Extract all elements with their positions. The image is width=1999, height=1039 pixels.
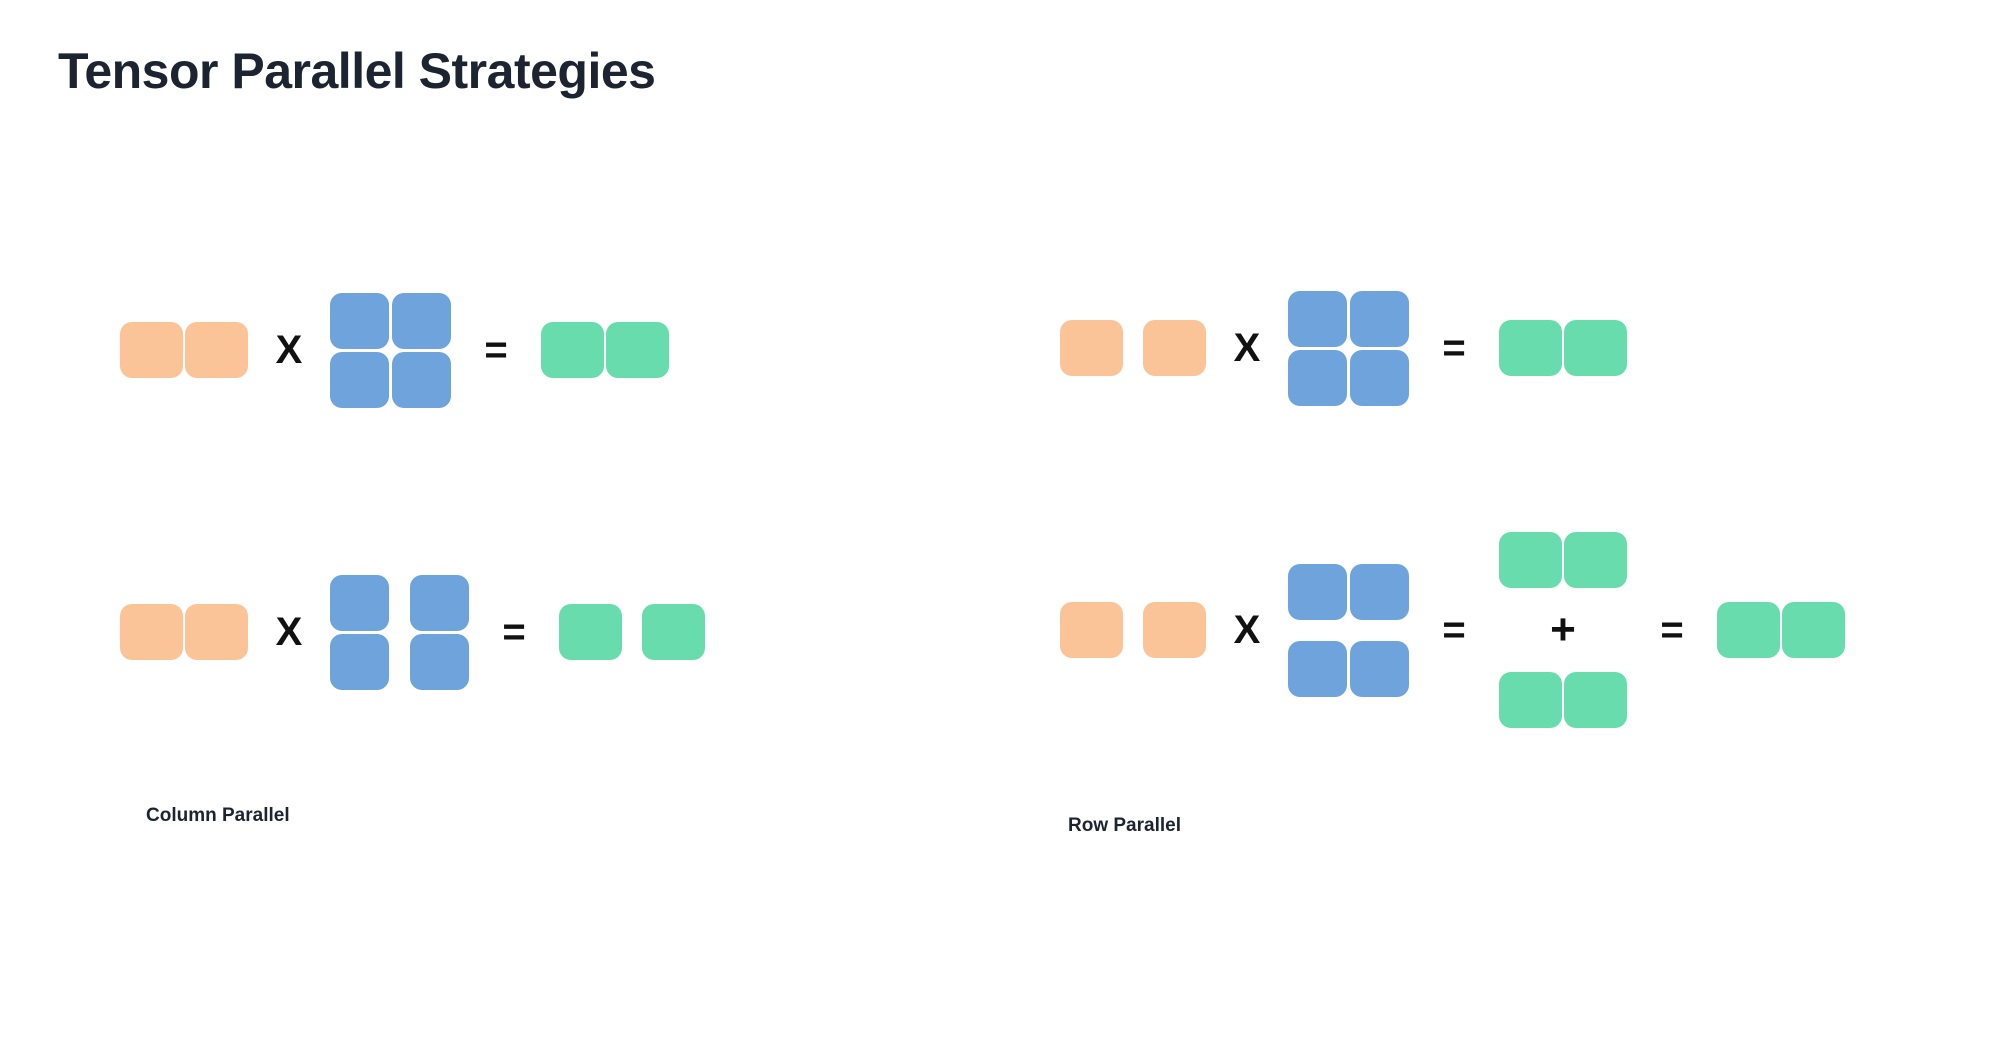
matrix-cell xyxy=(185,604,248,660)
matrix-cell xyxy=(541,322,604,378)
matrix-cell xyxy=(1350,640,1409,697)
panel-column-parallel: X = X = xyxy=(120,250,705,732)
matrix-cell xyxy=(392,351,451,408)
partial-sum-group: + xyxy=(1499,532,1627,728)
equals-operator: = xyxy=(502,610,526,654)
matrix-weight-row-sharded xyxy=(1288,563,1409,697)
row-spacer xyxy=(1060,448,1845,530)
matrix-cell xyxy=(1782,602,1845,658)
matrix-cell xyxy=(1288,349,1347,406)
multiply-operator: X xyxy=(275,610,303,654)
matrix-cell xyxy=(1143,320,1206,376)
matrix-input-activation xyxy=(120,322,248,378)
matrix-cell xyxy=(1143,602,1206,658)
matrix-output-activation-column-sharded xyxy=(559,604,705,660)
equation-row-row-parallel-unsharded: X = xyxy=(1060,248,1845,448)
matrix-output-activation xyxy=(541,322,669,378)
matrix-cell xyxy=(1499,532,1562,588)
matrix-cell xyxy=(1717,602,1780,658)
matrix-partial-output-1 xyxy=(1499,532,1627,588)
matrix-cell xyxy=(1564,532,1627,588)
matrix-cell xyxy=(559,604,622,660)
matrix-cell xyxy=(1288,640,1347,697)
matrix-cell xyxy=(1499,672,1562,728)
caption-row-parallel: Row Parallel xyxy=(1068,815,1181,836)
matrix-cell xyxy=(1350,349,1409,406)
plus-operator: + xyxy=(1550,605,1576,654)
equation-row-row-parallel-sharded: X = + = xyxy=(1060,530,1845,730)
matrix-cell xyxy=(330,633,389,690)
matrix-cell xyxy=(1350,290,1409,347)
equation-row-column-parallel-sharded: X = xyxy=(120,532,705,732)
matrix-cell xyxy=(1499,320,1562,376)
matrix-output-activation xyxy=(1499,320,1627,376)
page-title: Tensor Parallel Strategies xyxy=(58,43,656,99)
equation-row-column-parallel-unsharded: X = xyxy=(120,250,705,450)
row-spacer xyxy=(120,450,705,532)
matrix-cell xyxy=(1564,320,1627,376)
matrix-cell xyxy=(1060,602,1123,658)
matrix-cell xyxy=(120,604,183,660)
multiply-operator: X xyxy=(1233,608,1261,652)
multiply-operator: X xyxy=(1233,326,1261,370)
matrix-cell xyxy=(1564,672,1627,728)
matrix-weight xyxy=(1288,290,1409,406)
matrix-cell xyxy=(1060,320,1123,376)
matrix-cell xyxy=(330,574,389,631)
equals-operator: = xyxy=(1660,608,1684,652)
matrix-partial-output-2 xyxy=(1499,672,1627,728)
matrix-cell xyxy=(392,292,451,349)
multiply-operator: X xyxy=(275,328,303,372)
matrix-input-activation-sharded xyxy=(1060,320,1206,376)
matrix-cell xyxy=(642,604,705,660)
caption-column-parallel: Column Parallel xyxy=(146,805,290,826)
equals-operator: = xyxy=(1442,608,1466,652)
equals-operator: = xyxy=(1442,326,1466,370)
matrix-weight-column-sharded xyxy=(330,574,469,690)
matrix-cell xyxy=(330,292,389,349)
matrix-cell xyxy=(410,574,469,631)
matrix-cell xyxy=(330,351,389,408)
matrix-cell xyxy=(1350,563,1409,620)
equals-operator: = xyxy=(484,328,508,372)
panel-row-parallel: X = X = xyxy=(1060,248,1845,730)
matrix-input-activation-sharded xyxy=(1060,602,1206,658)
matrix-cell xyxy=(606,322,669,378)
matrix-cell xyxy=(1288,563,1347,620)
matrix-cell xyxy=(410,633,469,690)
matrix-output-activation-reduced xyxy=(1717,602,1845,658)
matrix-cell xyxy=(1288,290,1347,347)
matrix-cell xyxy=(185,322,248,378)
matrix-cell xyxy=(120,322,183,378)
matrix-input-activation xyxy=(120,604,248,660)
matrix-weight xyxy=(330,292,451,408)
